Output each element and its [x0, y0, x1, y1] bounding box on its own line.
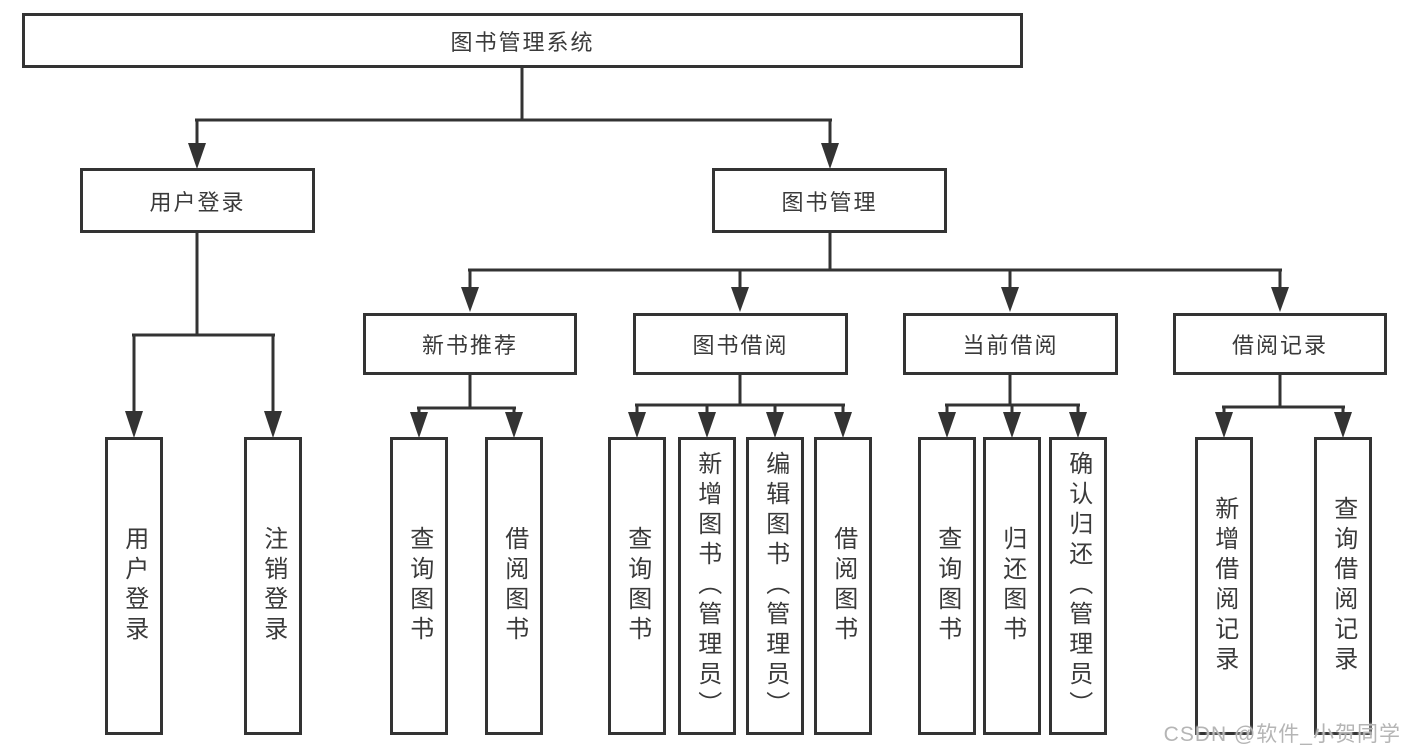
node-borrow-records-label: 借阅记录 [1231, 333, 1328, 358]
leaf-user-login-label: 用户登录 [120, 526, 148, 646]
leaf-user-login: 用户登录 [105, 437, 163, 735]
leaf-logout: 注销登录 [244, 437, 302, 735]
leaf-bb-add-book-admin-label: 新增图书（管理员） [693, 451, 721, 721]
node-current-borrow-label: 当前借阅 [962, 333, 1059, 358]
leaf-br-add-record: 新增借阅记录 [1195, 437, 1253, 735]
node-book-management-label: 图书管理 [781, 189, 878, 215]
leaf-bb-add-book-admin: 新增图书（管理员） [678, 437, 736, 735]
leaf-nbr-query-book: 查询图书 [390, 437, 448, 735]
node-book-management: 图书管理 [712, 168, 947, 233]
node-new-book-recommend: 新书推荐 [363, 313, 577, 375]
node-book-borrow: 图书借阅 [633, 313, 848, 375]
node-user-login-label: 用户登录 [149, 189, 246, 215]
leaf-bb-borrow-book-label: 借阅图书 [829, 526, 857, 646]
leaf-logout-label: 注销登录 [259, 526, 287, 646]
leaf-br-query-record: 查询借阅记录 [1314, 437, 1372, 735]
leaf-cb-confirm-return-admin-label: 确认归还（管理员） [1064, 451, 1092, 721]
csdn-watermark: CSDN @软件_小贺同学 [1163, 723, 1401, 746]
node-borrow-records: 借阅记录 [1173, 313, 1387, 375]
node-new-book-recommend-label: 新书推荐 [421, 333, 518, 358]
leaf-cb-query-book-label: 查询图书 [933, 526, 961, 646]
leaf-bb-query-book-label: 查询图书 [623, 526, 651, 646]
leaf-br-add-record-label: 新增借阅记录 [1210, 496, 1238, 676]
leaf-bb-edit-book-admin: 编辑图书（管理员） [746, 437, 804, 735]
leaf-nbr-borrow-book: 借阅图书 [485, 437, 543, 735]
leaf-cb-confirm-return-admin: 确认归还（管理员） [1049, 437, 1107, 735]
leaf-bb-query-book: 查询图书 [608, 437, 666, 735]
leaf-cb-query-book: 查询图书 [918, 437, 976, 735]
leaf-bb-borrow-book: 借阅图书 [814, 437, 872, 735]
node-root: 图书管理系统 [22, 13, 1023, 68]
leaf-nbr-borrow-book-label: 借阅图书 [500, 526, 528, 646]
leaf-cb-return-book-label: 归还图书 [998, 526, 1026, 646]
node-user-login: 用户登录 [80, 168, 315, 233]
node-book-borrow-label: 图书借阅 [692, 333, 789, 358]
node-root-label: 图书管理系统 [450, 29, 595, 55]
node-current-borrow: 当前借阅 [903, 313, 1118, 375]
leaf-br-query-record-label: 查询借阅记录 [1329, 496, 1357, 676]
leaf-nbr-query-book-label: 查询图书 [405, 526, 433, 646]
leaf-bb-edit-book-admin-label: 编辑图书（管理员） [761, 451, 789, 721]
leaf-cb-return-book: 归还图书 [983, 437, 1041, 735]
